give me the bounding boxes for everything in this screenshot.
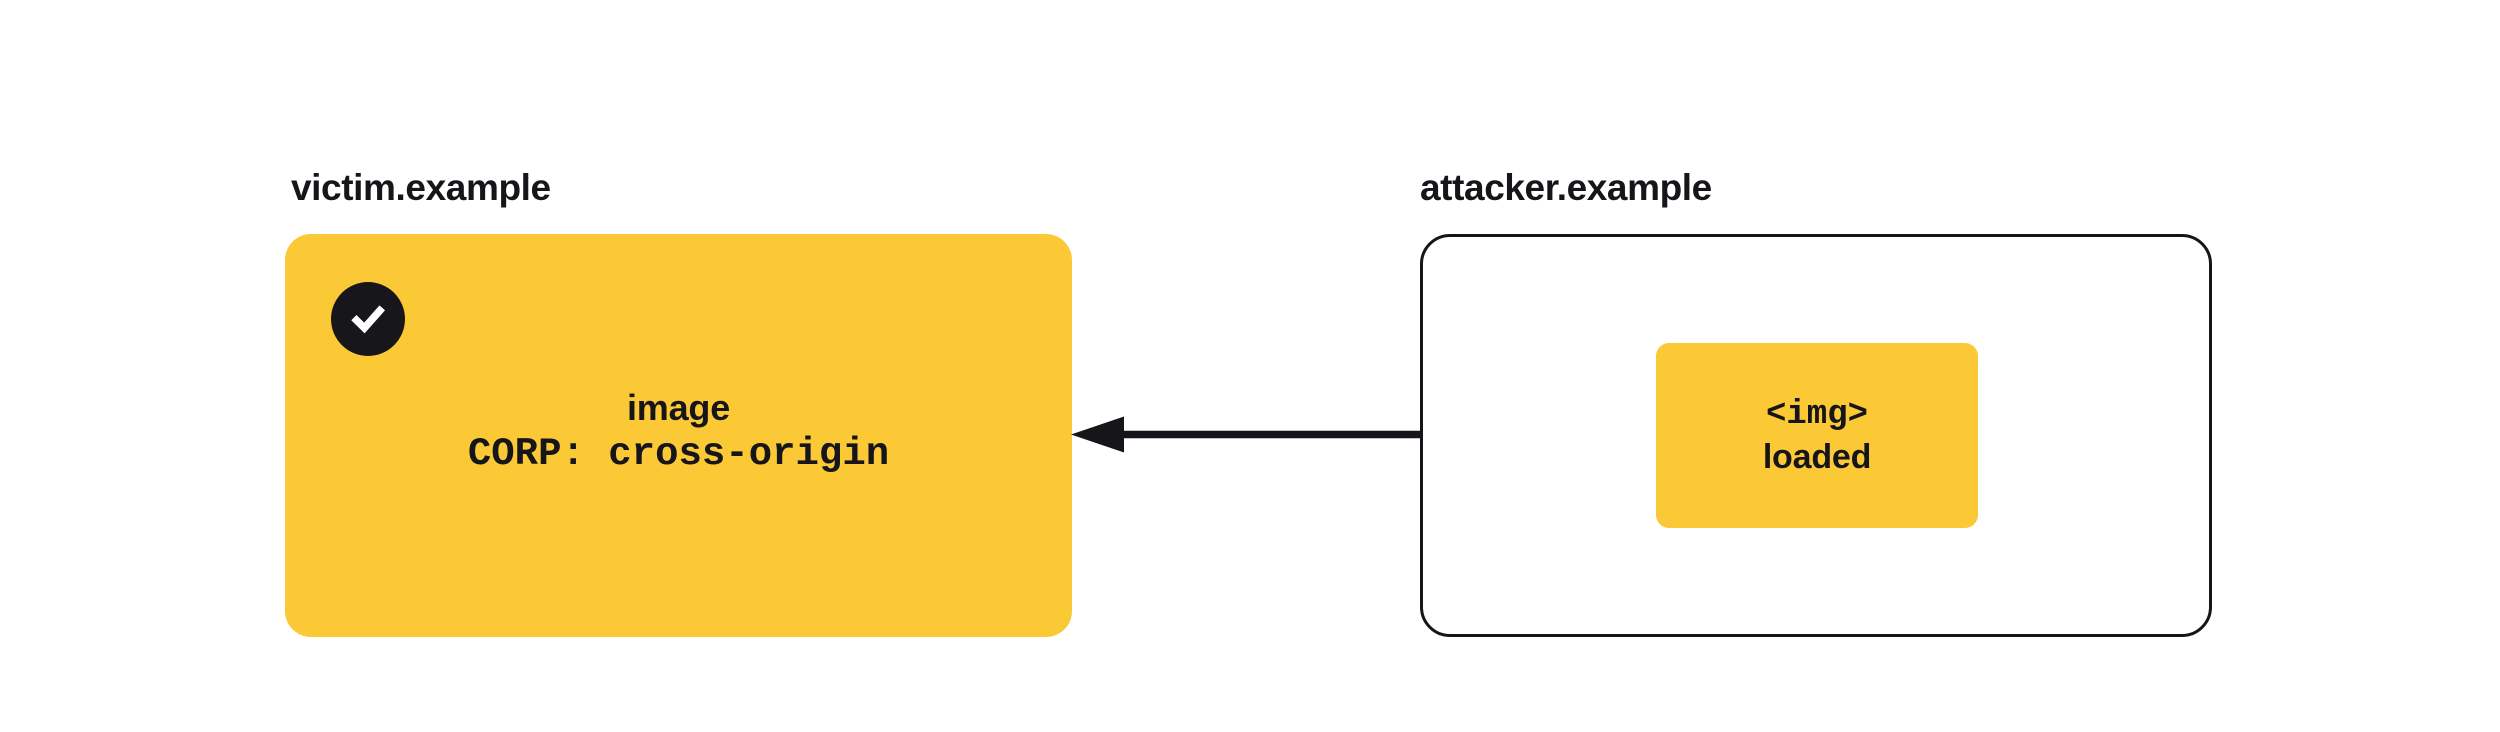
victim-origin-label: victim.example [291,167,551,208]
attacker-origin-label: attacker.example [1420,167,1712,208]
resource-name: image [626,387,731,428]
victim-origin-panel: image CORP: cross-origin [285,234,1072,637]
attacker-origin-panel: <img> loaded [1420,234,2212,637]
img-tag-label: <img> [1765,395,1869,434]
img-state-label: loaded [1762,437,1872,476]
resource-corp-header: CORP: cross-origin [467,432,890,476]
check-icon [331,282,405,356]
victim-resource-text: image CORP: cross-origin [285,386,1072,478]
img-embed-tile: <img> loaded [1656,343,1978,528]
